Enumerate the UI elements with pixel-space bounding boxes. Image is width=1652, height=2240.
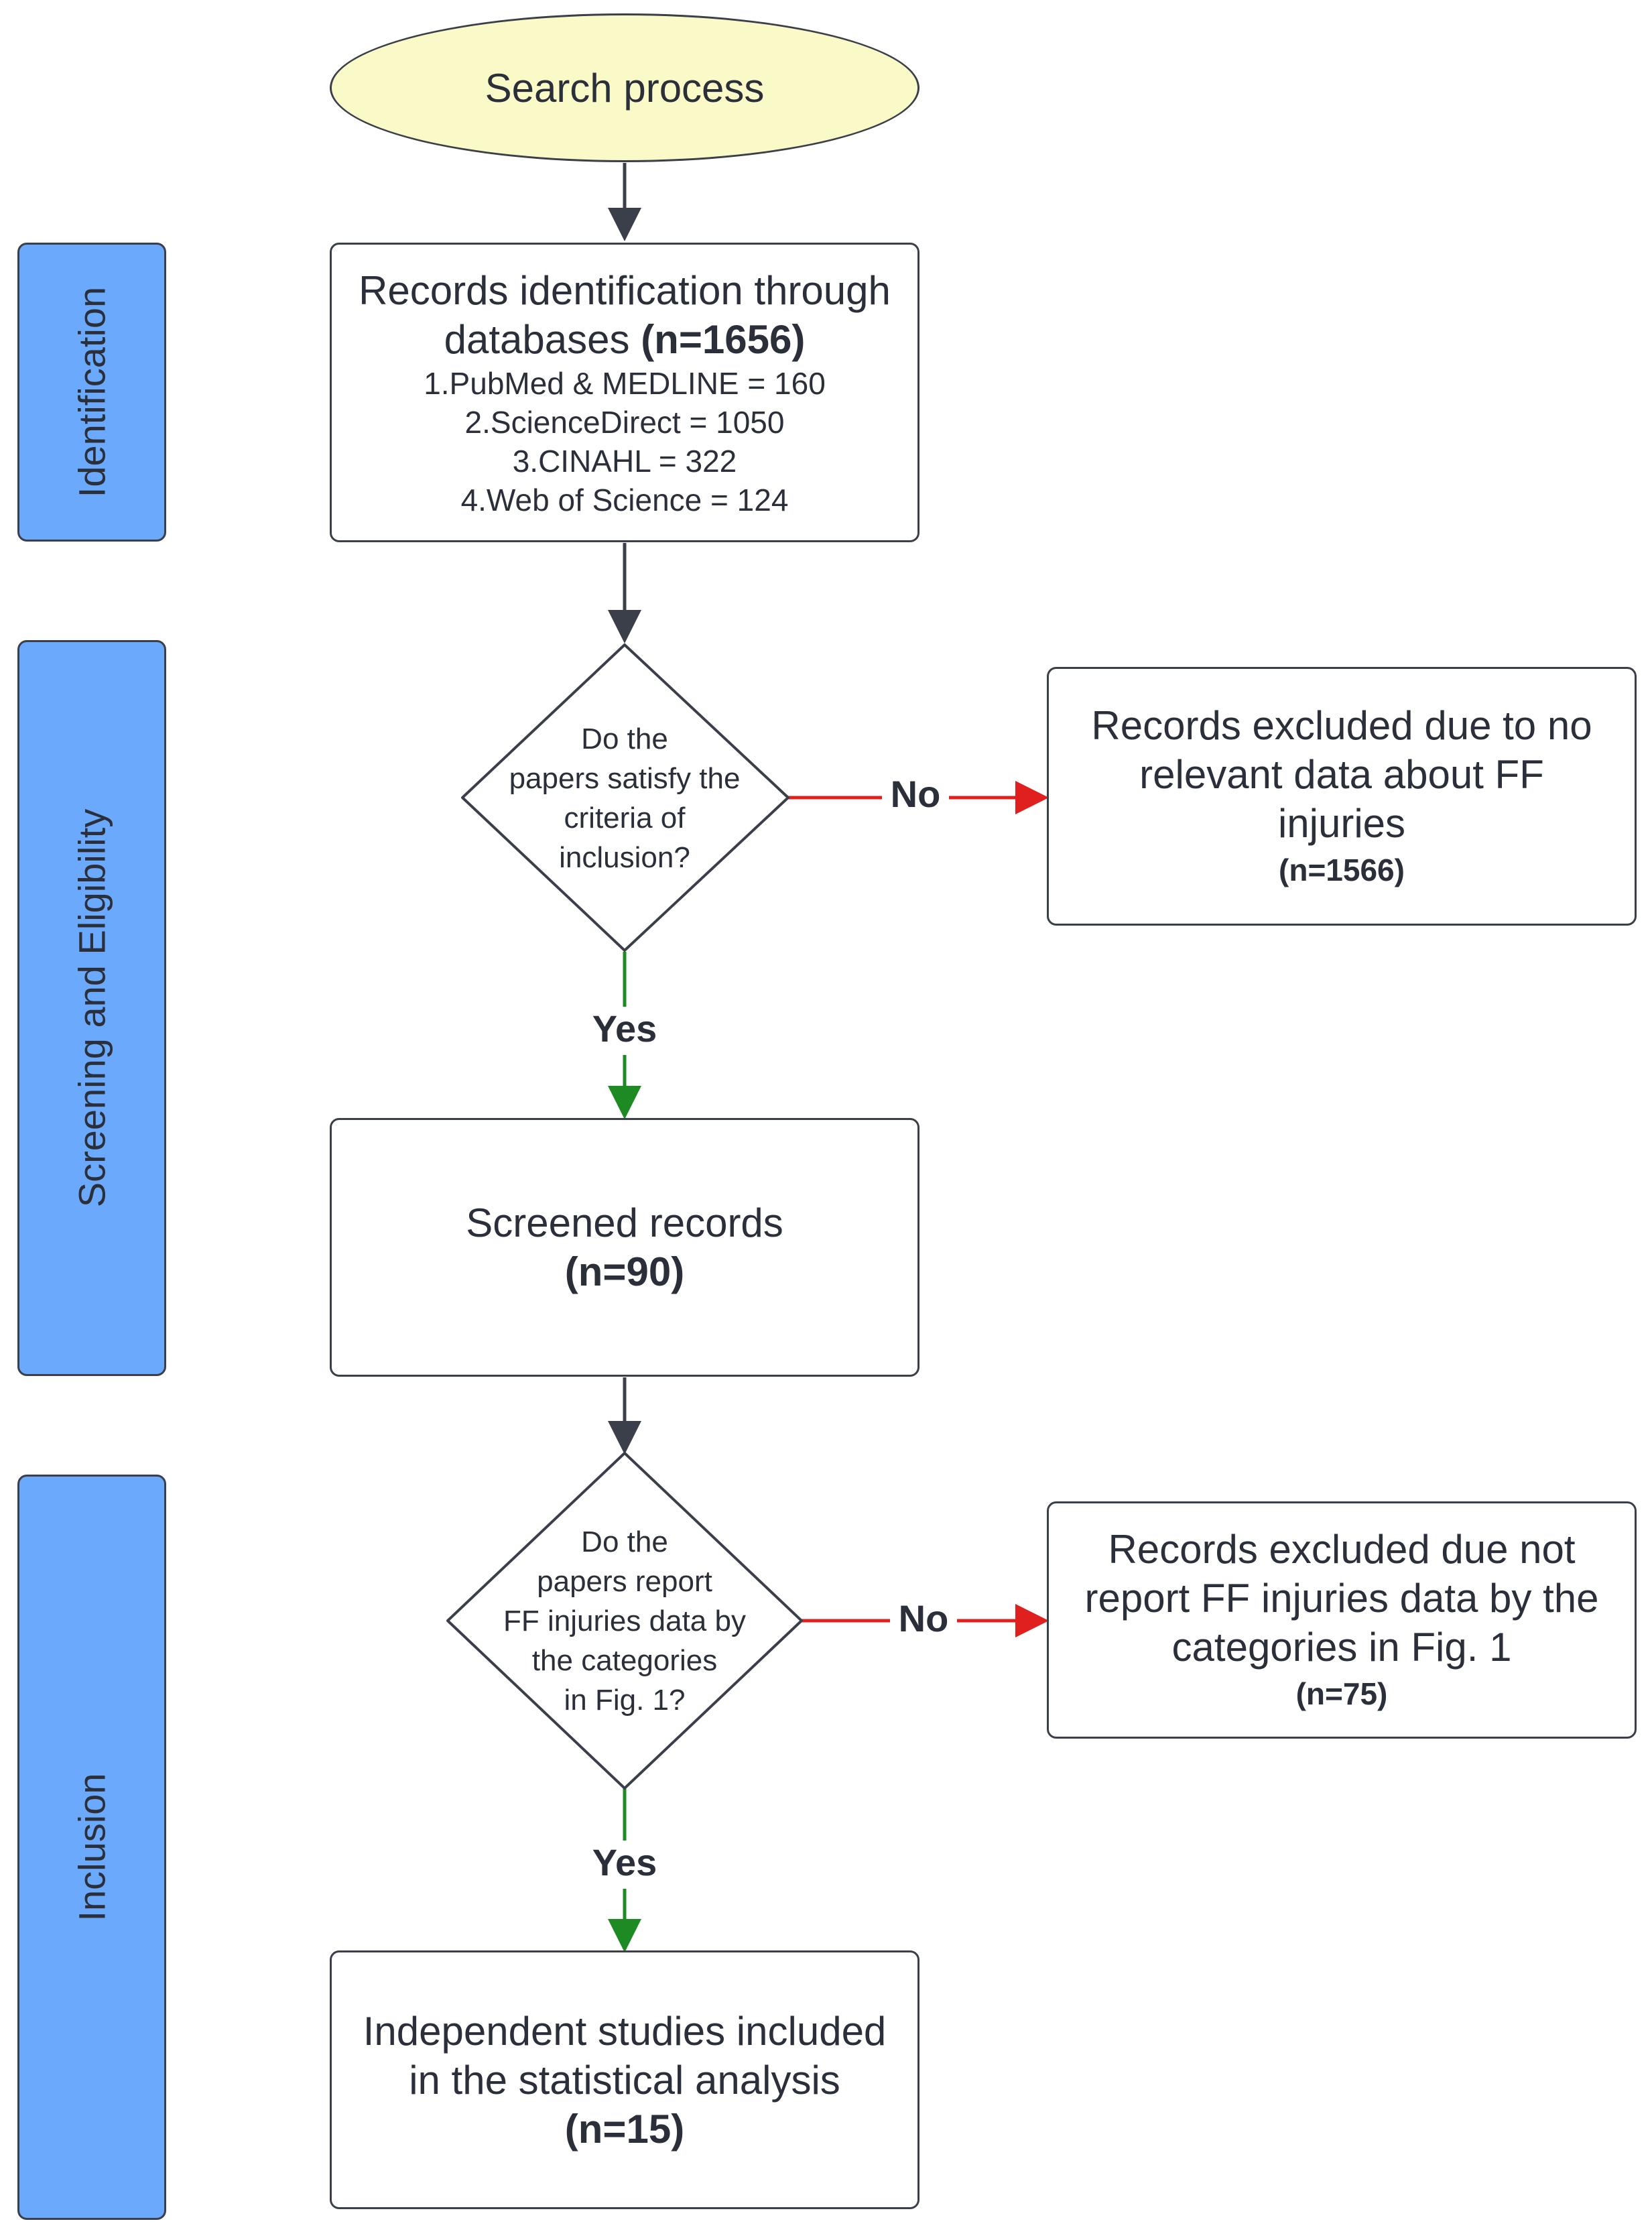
phase-inclusion: Inclusion <box>17 1475 166 2220</box>
decision2-line: the categories <box>531 1643 718 1677</box>
source-item: 2.ScienceDirect = 1050 <box>464 404 785 440</box>
excluded1-line: Records excluded due to no <box>1091 702 1592 748</box>
records-identification-line1: Records identification through <box>359 267 891 313</box>
excluded2-box: Records excluded due not report FF injur… <box>1047 1501 1637 1739</box>
decision2-line: papers report <box>537 1564 712 1598</box>
included-line: Independent studies included <box>363 2008 887 2054</box>
decision2-line: in Fig. 1? <box>564 1683 686 1717</box>
records-identification-count: (n=1656) <box>641 316 806 362</box>
decision1-yes-label: Yes <box>584 1007 665 1055</box>
records-identification-prefix: databases <box>444 316 641 362</box>
decision1-diamond <box>461 643 789 952</box>
excluded2-line: categories in Fig. 1 <box>1171 1624 1512 1670</box>
included-line: in the statistical analysis <box>409 2057 840 2103</box>
decision2-no-label: No <box>890 1597 957 1645</box>
screened-records-box: Screened records (n=90) <box>330 1118 919 1377</box>
screened-records-label: Screened records <box>466 1200 783 1245</box>
start-terminal: Search process <box>330 13 919 162</box>
excluded1-line: injuries <box>1277 800 1406 846</box>
phase-inclusion-label: Inclusion <box>70 1773 113 1922</box>
decision1-line: Do the <box>581 723 668 755</box>
included-count: (n=15) <box>564 2106 685 2152</box>
decision1-text: Do the papers satisfy the criteria of in… <box>477 712 772 885</box>
decision1-line: criteria of <box>564 802 686 834</box>
excluded2-line: report FF injuries data by the <box>1084 1575 1599 1621</box>
source-item: 4.Web of Science = 124 <box>460 482 789 517</box>
decision2-line: FF injuries data by <box>503 1604 746 1637</box>
excluded2-line: Records excluded due not <box>1108 1526 1576 1572</box>
excluded1-box: Records excluded due to no relevant data… <box>1047 667 1637 926</box>
excluded2-count: (n=75) <box>1295 1676 1388 1711</box>
decision1-line: inclusion? <box>559 841 690 874</box>
excluded1-line: relevant data about FF <box>1139 751 1544 797</box>
decision2-diamond <box>446 1452 803 1790</box>
source-item: 3.CINAHL = 322 <box>512 443 737 479</box>
phase-screening: Screening and Eligibility <box>17 640 166 1376</box>
decision2-yes-label: Yes <box>584 1841 665 1889</box>
included-studies-box: Independent studies included in the stat… <box>330 1950 919 2209</box>
decision1-line: papers satisfy the <box>509 762 741 795</box>
excluded1-count: (n=1566) <box>1279 852 1405 887</box>
decision2-text: Do the papers report FF injuries data by… <box>462 1513 787 1728</box>
start-label: Search process <box>485 65 765 111</box>
records-identification-box: Records identification through databases… <box>330 243 919 542</box>
screened-records-count: (n=90) <box>564 1249 685 1294</box>
phase-identification-label: Identification <box>70 286 113 498</box>
decision1-no-label: No <box>882 772 949 820</box>
source-item: 1.PubMed & MEDLINE = 160 <box>424 365 826 401</box>
decision2-line: Do the <box>581 1525 668 1558</box>
phase-identification: Identification <box>17 243 166 542</box>
phase-screening-label: Screening and Eligibility <box>70 808 113 1208</box>
records-identification-line2: databases (n=1656) <box>444 315 806 364</box>
